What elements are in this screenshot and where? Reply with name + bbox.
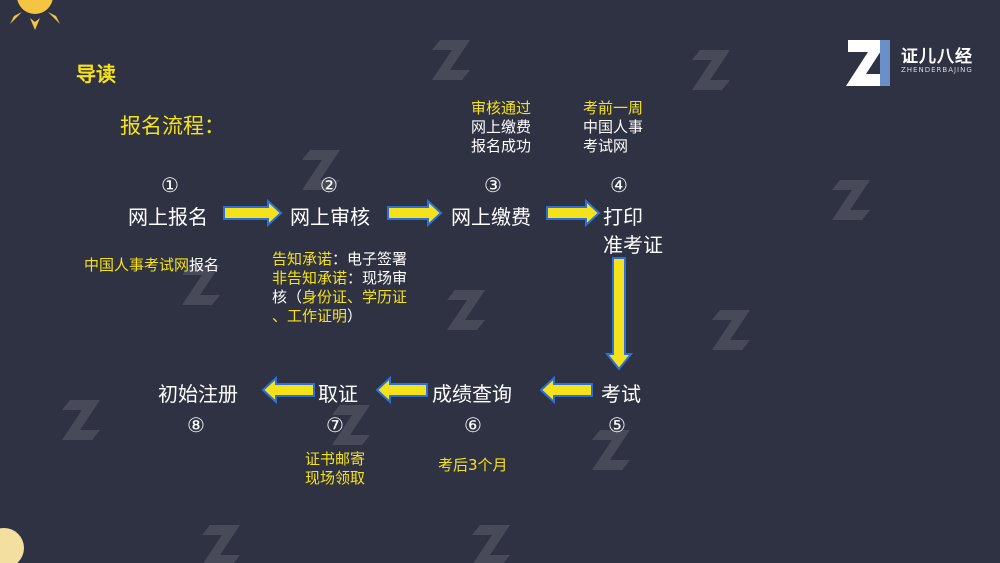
- step-number-2: ②: [320, 173, 338, 197]
- brand-name: 证儿八经: [901, 47, 973, 67]
- note-step2-line4-b: ）: [347, 307, 363, 325]
- step-number-3: ③: [484, 173, 502, 197]
- note-step2-line2-b: ：现场审: [347, 269, 408, 287]
- step-label-4-line2: 准考证: [603, 233, 663, 257]
- step-number-6: ⑥: [464, 413, 482, 437]
- note-step7-line2: 现场领取: [305, 469, 366, 487]
- step-number-7: ⑦: [326, 413, 344, 437]
- note-step4-line2: 中国人事: [583, 118, 644, 136]
- step-number-4: ④: [610, 173, 628, 197]
- arrow-left-7: [261, 375, 315, 405]
- note-step4-line1: 考前一周: [583, 99, 644, 117]
- arrow-left-6: [375, 375, 428, 405]
- note-step2-line1-b: ：电子签署: [332, 250, 408, 268]
- arrow-right-1: [223, 198, 283, 228]
- corner-circle-decoration: [0, 528, 24, 563]
- note-step2: 告知承诺：电子签署 非告知承诺：现场审 核（身份证、学历证 、工作证明）: [272, 250, 407, 326]
- step-number-1: ①: [161, 173, 179, 197]
- note-step7-line1: 证书邮寄: [305, 450, 366, 468]
- note-step3-line1: 审核通过: [471, 99, 532, 117]
- note-step2-line1-a: 告知承诺: [272, 250, 333, 268]
- note-step3-line3: 报名成功: [471, 137, 532, 155]
- arrow-down-4: [604, 257, 634, 371]
- step-label-4-line1: 打印: [603, 205, 643, 229]
- step-label-5: 考试: [601, 382, 641, 406]
- note-step4-line3: 考试网: [583, 137, 629, 155]
- step-label-2: 网上审核: [290, 205, 370, 229]
- watermark-pattern: [62, 40, 870, 563]
- step-number-8: ⑧: [187, 413, 205, 437]
- note-step2-line4-a: 、工作证明: [272, 307, 348, 325]
- page-title: 导读: [76, 62, 116, 86]
- arrow-right-2: [387, 198, 443, 228]
- arrow-left-5: [539, 375, 593, 405]
- step-label-6: 成绩查询: [432, 382, 512, 406]
- note-step7: 证书邮寄 现场领取: [305, 450, 365, 488]
- step-label-7: 取证: [318, 382, 358, 406]
- note-step3: 审核通过 网上缴费 报名成功: [471, 99, 531, 156]
- arrow-right-3: [546, 198, 601, 228]
- note-step3-line2: 网上缴费: [471, 118, 532, 136]
- note-step2-line3-a: 核（: [272, 288, 303, 306]
- step-number-5: ⑤: [608, 413, 626, 437]
- note-step4: 考前一周 中国人事 考试网: [583, 99, 643, 156]
- step-label-8: 初始注册: [158, 382, 238, 406]
- note-step1-action: 报名: [189, 256, 220, 274]
- note-step6: 考后3个月: [438, 456, 508, 474]
- note-step1-site: 中国人事考试网: [84, 256, 190, 274]
- flow-heading: 报名流程：: [120, 114, 225, 138]
- note-step2-line2-a: 非告知承诺: [272, 269, 348, 287]
- note-step2-line3-b: 身份证、学历证: [302, 288, 408, 306]
- sun-icon: [10, 0, 60, 30]
- step-label-1: 网上报名: [128, 205, 208, 229]
- brand-subtitle: ZHENDERBAJING: [901, 66, 973, 74]
- step-label-3: 网上缴费: [451, 205, 531, 229]
- flow-arrows: [223, 198, 634, 405]
- note-step1: 中国人事考试网报名: [84, 256, 219, 275]
- brand-logo-icon: [846, 40, 890, 86]
